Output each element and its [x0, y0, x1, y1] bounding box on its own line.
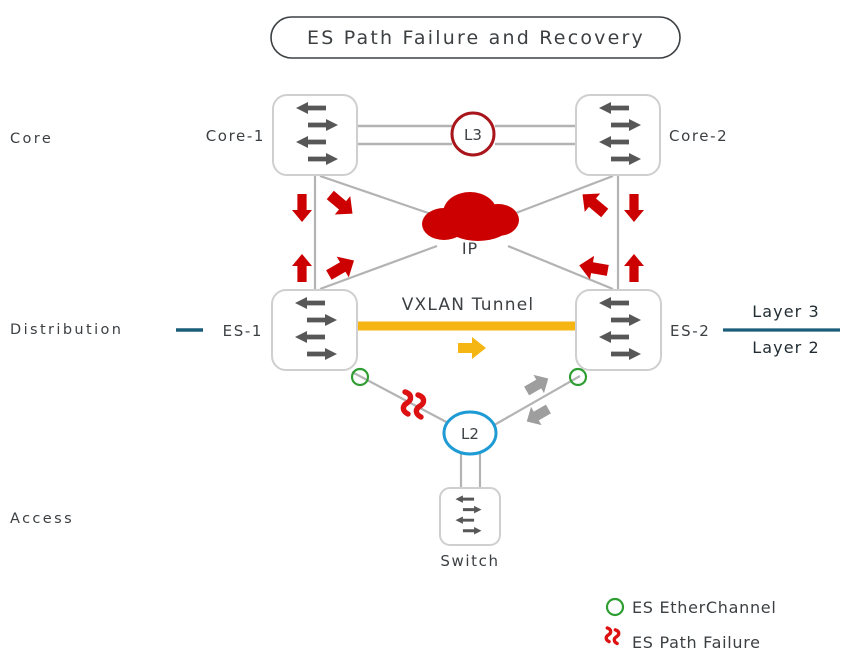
- link-es2-l2: [488, 375, 581, 429]
- ip-cloud-label: IP: [462, 239, 478, 258]
- gray-arrow-down-left: [521, 399, 554, 431]
- node-access-switch-label: Switch: [440, 552, 499, 570]
- node-core-2-label: Core-2: [669, 127, 728, 145]
- ip-cloud-node: IP: [422, 192, 519, 258]
- node-core-1-box[interactable]: [272, 94, 358, 176]
- l2-badge: L2: [442, 410, 498, 456]
- red-arrows-right: [574, 185, 644, 283]
- node-es-1[interactable]: ES-1: [176, 289, 370, 387]
- node-es-1-label: ES-1: [223, 322, 263, 340]
- green-circle-icon: [605, 597, 625, 617]
- gray-arrow-up-right: [521, 369, 554, 401]
- red-arrow-down-left: [292, 194, 312, 222]
- vxlan-tunnel-label: VXLAN Tunnel: [402, 295, 535, 315]
- node-es-2-box[interactable]: [575, 289, 662, 371]
- l2-badge-label: L2: [461, 425, 479, 443]
- node-es-2[interactable]: ES-2: [568, 289, 710, 387]
- layer-divider-lower-label: Layer 2: [752, 338, 820, 357]
- row-label-distribution: Distribution: [10, 322, 123, 338]
- title-pill-border: [270, 16, 681, 59]
- l3-badge-circle: [450, 111, 496, 157]
- red-arrow-down-left-diagonal: [574, 185, 613, 223]
- link-es1-l2: [351, 371, 453, 426]
- link-core1-ip: [319, 174, 438, 218]
- red-arrows-left: [292, 185, 361, 286]
- arrow-right-icon: [458, 337, 486, 359]
- green-circle-icon: [568, 367, 588, 387]
- row-label-access: Access: [10, 511, 74, 527]
- l3-badge-label: L3: [464, 126, 482, 144]
- red-arrow-down-right-diagonal: [322, 185, 361, 223]
- link-es1-ip: [319, 244, 438, 291]
- red-arrow-down-right: [624, 194, 644, 222]
- red-arrow-up-left-diagonal: [577, 253, 610, 283]
- node-es-2-label: ES-2: [670, 322, 710, 340]
- title-pill: ES Path Failure and Recovery: [270, 16, 681, 59]
- l2-badge-ellipse: [442, 410, 498, 456]
- link-core2-ip: [507, 174, 614, 218]
- red-arrow-up-left: [292, 254, 312, 282]
- cloud-icon: [422, 192, 519, 241]
- legend-item-path-failure: ES Path Failure: [604, 626, 761, 652]
- legend-label-etherchannel: ES EtherChannel: [632, 598, 776, 617]
- legend: ES EtherChannel ES Path Failure: [604, 597, 776, 652]
- node-access-switch-box[interactable]: [439, 487, 501, 546]
- node-core-1[interactable]: Core-1: [206, 94, 358, 176]
- node-core-1-label: Core-1: [206, 127, 265, 145]
- layer-divider: Layer 3 Layer 2: [723, 302, 840, 357]
- node-core-2[interactable]: Core-2: [575, 94, 728, 176]
- legend-label-path-failure: ES Path Failure: [632, 633, 761, 652]
- node-es-1-box[interactable]: [271, 289, 358, 371]
- link-es2-ip: [507, 244, 614, 291]
- green-circle-icon: [350, 367, 370, 387]
- node-core-2-box[interactable]: [575, 94, 661, 176]
- row-label-core: Core: [10, 131, 53, 147]
- link-layer: [313, 124, 620, 488]
- red-arrow-up-right: [624, 254, 644, 282]
- l3-badge: L3: [450, 111, 496, 157]
- page-title: ES Path Failure and Recovery: [307, 27, 645, 49]
- node-access-switch[interactable]: Switch: [439, 487, 501, 570]
- vxlan-tunnel: VXLAN Tunnel: [356, 295, 579, 359]
- layer-divider-upper-label: Layer 3: [752, 302, 820, 321]
- legend-item-etherchannel: ES EtherChannel: [605, 597, 776, 617]
- red-squiggle-icon: [604, 626, 621, 646]
